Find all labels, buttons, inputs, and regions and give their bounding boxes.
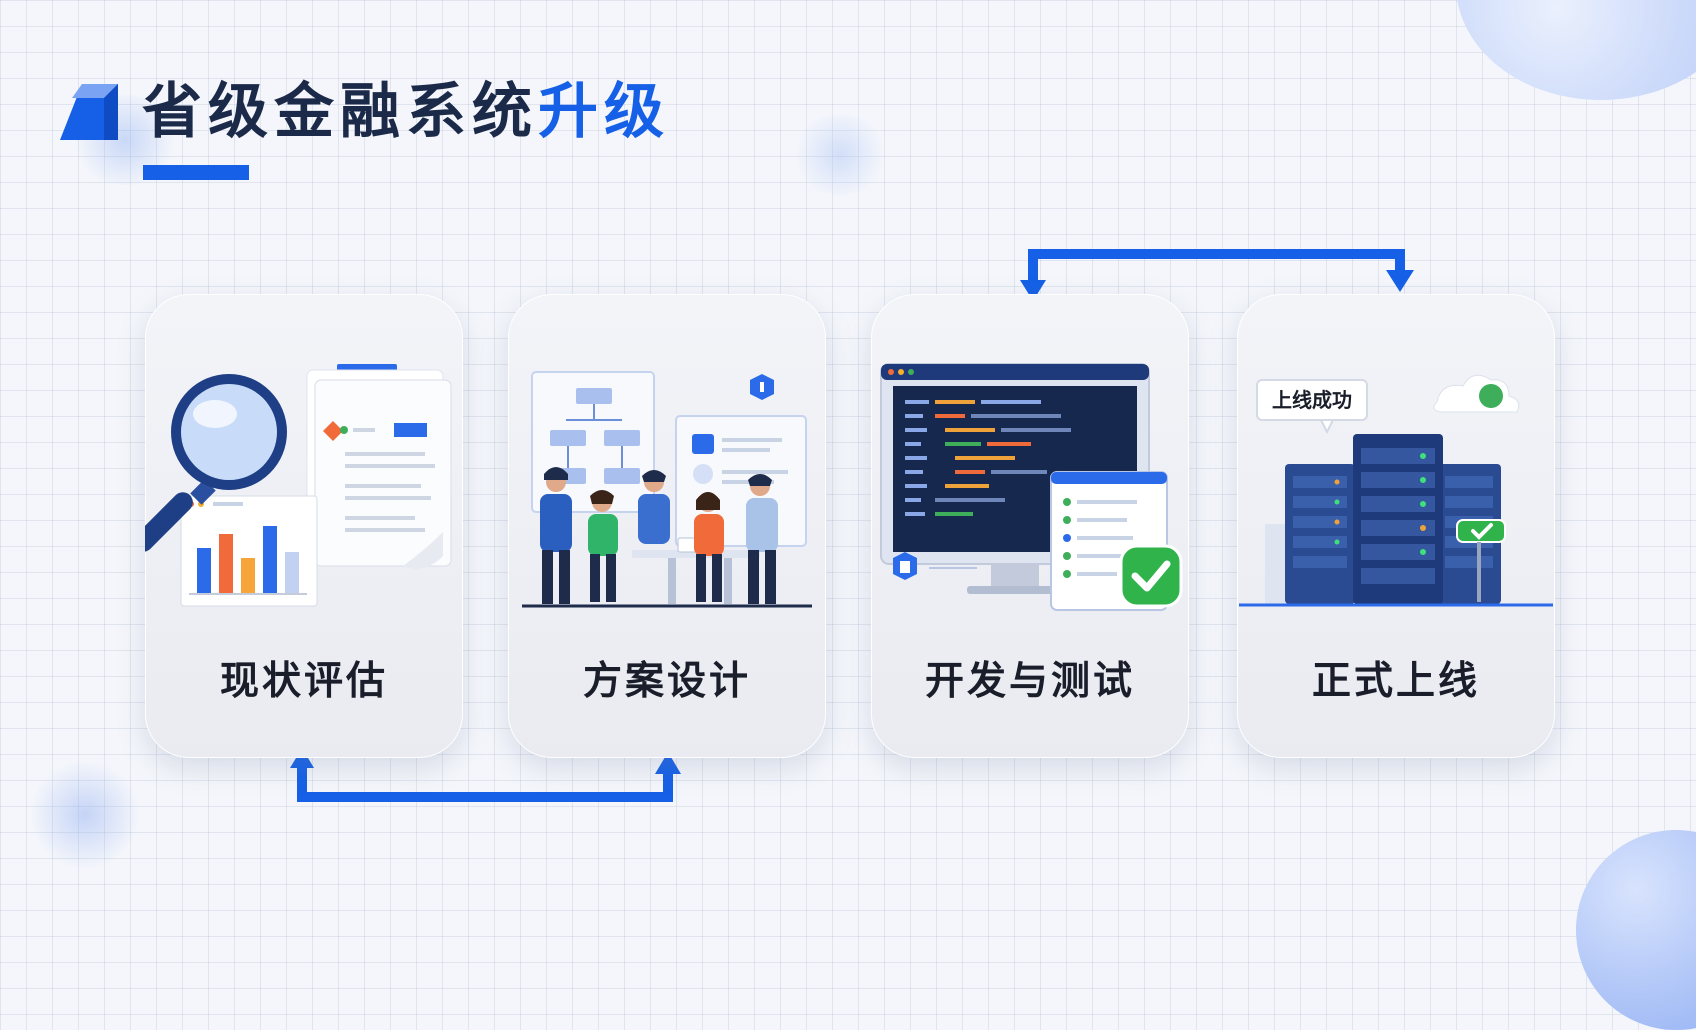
launch-success-bubble-text: 上线成功 bbox=[1272, 388, 1352, 412]
arrow-head-step1 bbox=[290, 748, 314, 768]
title-cube-icon bbox=[60, 84, 118, 140]
page-title: 省级金融系统升级 bbox=[142, 72, 670, 152]
step-label-launch: 正式上线 bbox=[1311, 659, 1480, 704]
step-label-design: 方案设计 bbox=[582, 659, 751, 704]
magnifier-chart-report-icon bbox=[145, 364, 452, 607]
arrow-step3-to-step4 bbox=[1028, 249, 1405, 280]
step-card-assessment[interactable]: 现状评估 bbox=[145, 294, 463, 758]
arrow-head-step3 bbox=[1020, 280, 1046, 301]
flow-arrows bbox=[290, 249, 1414, 802]
step-card-development-testing[interactable]: 开发与测试 bbox=[871, 294, 1189, 758]
decor-blob-mid bbox=[790, 115, 890, 195]
team-design-meeting-icon bbox=[522, 371, 812, 608]
server-rack-launch-icon: 上线成功 bbox=[1239, 374, 1553, 607]
arrow-head-step2 bbox=[655, 752, 681, 774]
step-card-launch[interactable]: 上线成功 正式上线 bbox=[1237, 294, 1555, 758]
code-monitor-test-checklist-icon bbox=[880, 363, 1183, 611]
step-label-assessment: 现状评估 bbox=[219, 659, 388, 704]
step-card-design[interactable]: 方案设计 bbox=[508, 294, 826, 758]
title-highlight: 升级 bbox=[538, 77, 670, 147]
title-main: 省级金融系统 bbox=[142, 77, 538, 147]
title-underline bbox=[143, 165, 249, 180]
arrow-step1-to-step2 bbox=[297, 765, 673, 802]
decor-blob-bottom-left bbox=[30, 760, 140, 870]
step-label-development-testing: 开发与测试 bbox=[924, 659, 1135, 704]
arrow-head-step4 bbox=[1386, 270, 1414, 292]
